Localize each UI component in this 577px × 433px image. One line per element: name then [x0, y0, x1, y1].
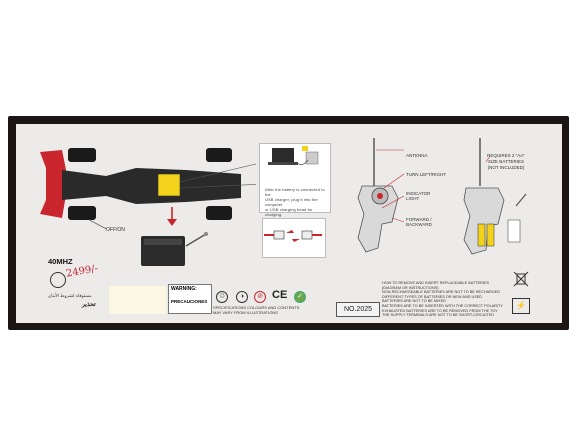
no-small-parts-icon: ⊘ — [254, 291, 266, 303]
instr-line-2: (DIAGRAM OR INSTRUCTIONS) — [382, 285, 439, 290]
label-turn: TURN LEFT/RIGHT — [406, 172, 446, 177]
recycle-icon: ♲ — [216, 291, 228, 303]
rc-car-illustration — [40, 148, 256, 220]
warning-subtitle: PRECAUCIONES — [171, 299, 208, 304]
controller-battery-diagram — [463, 138, 527, 255]
specifications-line-1: SPECIFICATIONS COLOURS AND CONTENTS — [213, 305, 300, 310]
instr-line-5: BATTERIES ARE NOT TO BE MIXED — [382, 299, 446, 304]
age-warning-icon: ◑ — [236, 291, 248, 303]
label-batteries: REQUIRES 2 "AA" SIZE BATTERIES (NOT INCL… — [487, 153, 525, 170]
instr-line-1: HOW TO REMOVE AND INSERT REPLACEABLE BAT… — [382, 281, 490, 285]
battery-pack-icon — [141, 232, 208, 266]
ce-mark-icon: CE — [272, 289, 288, 301]
power-switch-label: OFF/ON — [106, 227, 125, 233]
brand-logo-icon — [50, 272, 66, 288]
connector-inset — [262, 218, 326, 258]
specifications-line-2: MAY VARY FROM ILLUSTRATIONS — [213, 310, 278, 315]
usb-note-line-2: USB charger, plug it into the computer — [265, 197, 318, 207]
label-forward: FORWARD / BACKWARD — [406, 217, 432, 227]
instr-line-7: EXHAUSTED BATTERIES ARE TO BE REMOVED FR… — [382, 308, 498, 313]
frequency-label: 40MHZ — [48, 257, 73, 266]
warning-box: WARNING: PRECAUCIONES — [168, 284, 212, 314]
instr-line-4: DIFFERENT TYPES OF BATTERIES OR NEW AND … — [382, 294, 482, 299]
crossed-bin-icon — [513, 271, 529, 287]
instr-line-6: BATTERIES ARE TO BE INSERTED WITH THE CO… — [382, 303, 503, 308]
model-number: NO.2025 — [336, 302, 380, 317]
plug-connector-icon — [264, 230, 322, 242]
usb-note-line-1: After the battery is connected to the — [265, 187, 325, 197]
battery-disposal-icon: ⚡ — [512, 298, 530, 314]
switch-arrow-icon — [167, 207, 177, 226]
label-antenna: ANTENNA — [406, 153, 428, 158]
blank-label-area — [109, 286, 166, 314]
warning-title: WARNING: — [171, 286, 197, 292]
arabic-warning-text: تحذير — [82, 302, 96, 308]
usb-note-line-3: or USB charging head for charging. — [265, 207, 313, 217]
instr-line-8: THE SUPPLY TERMINALS ARE NOT TO BE SHORT… — [382, 313, 494, 318]
battery-instructions: HOW TO REMOVE AND INSERT REPLACEABLE BAT… — [382, 281, 510, 318]
usb-charging-inset — [259, 143, 331, 213]
usb-note: After the battery is connected to the US… — [265, 187, 327, 222]
laptop-charger-icon — [268, 146, 319, 165]
instr-line-3: NON-RECHARGEABLE BATTERIES ARE NOT TO BE… — [382, 290, 501, 295]
arabic-compliance-text: مستوفاه لشروط الأمان — [48, 293, 92, 298]
label-indicator: INDICATOR LIGHT — [406, 191, 431, 201]
green-dot-icon: ✓ — [294, 291, 306, 303]
specifications-note: SPECIFICATIONS COLOURS AND CONTENTS MAY … — [213, 305, 299, 315]
controller-diagram — [357, 138, 405, 253]
